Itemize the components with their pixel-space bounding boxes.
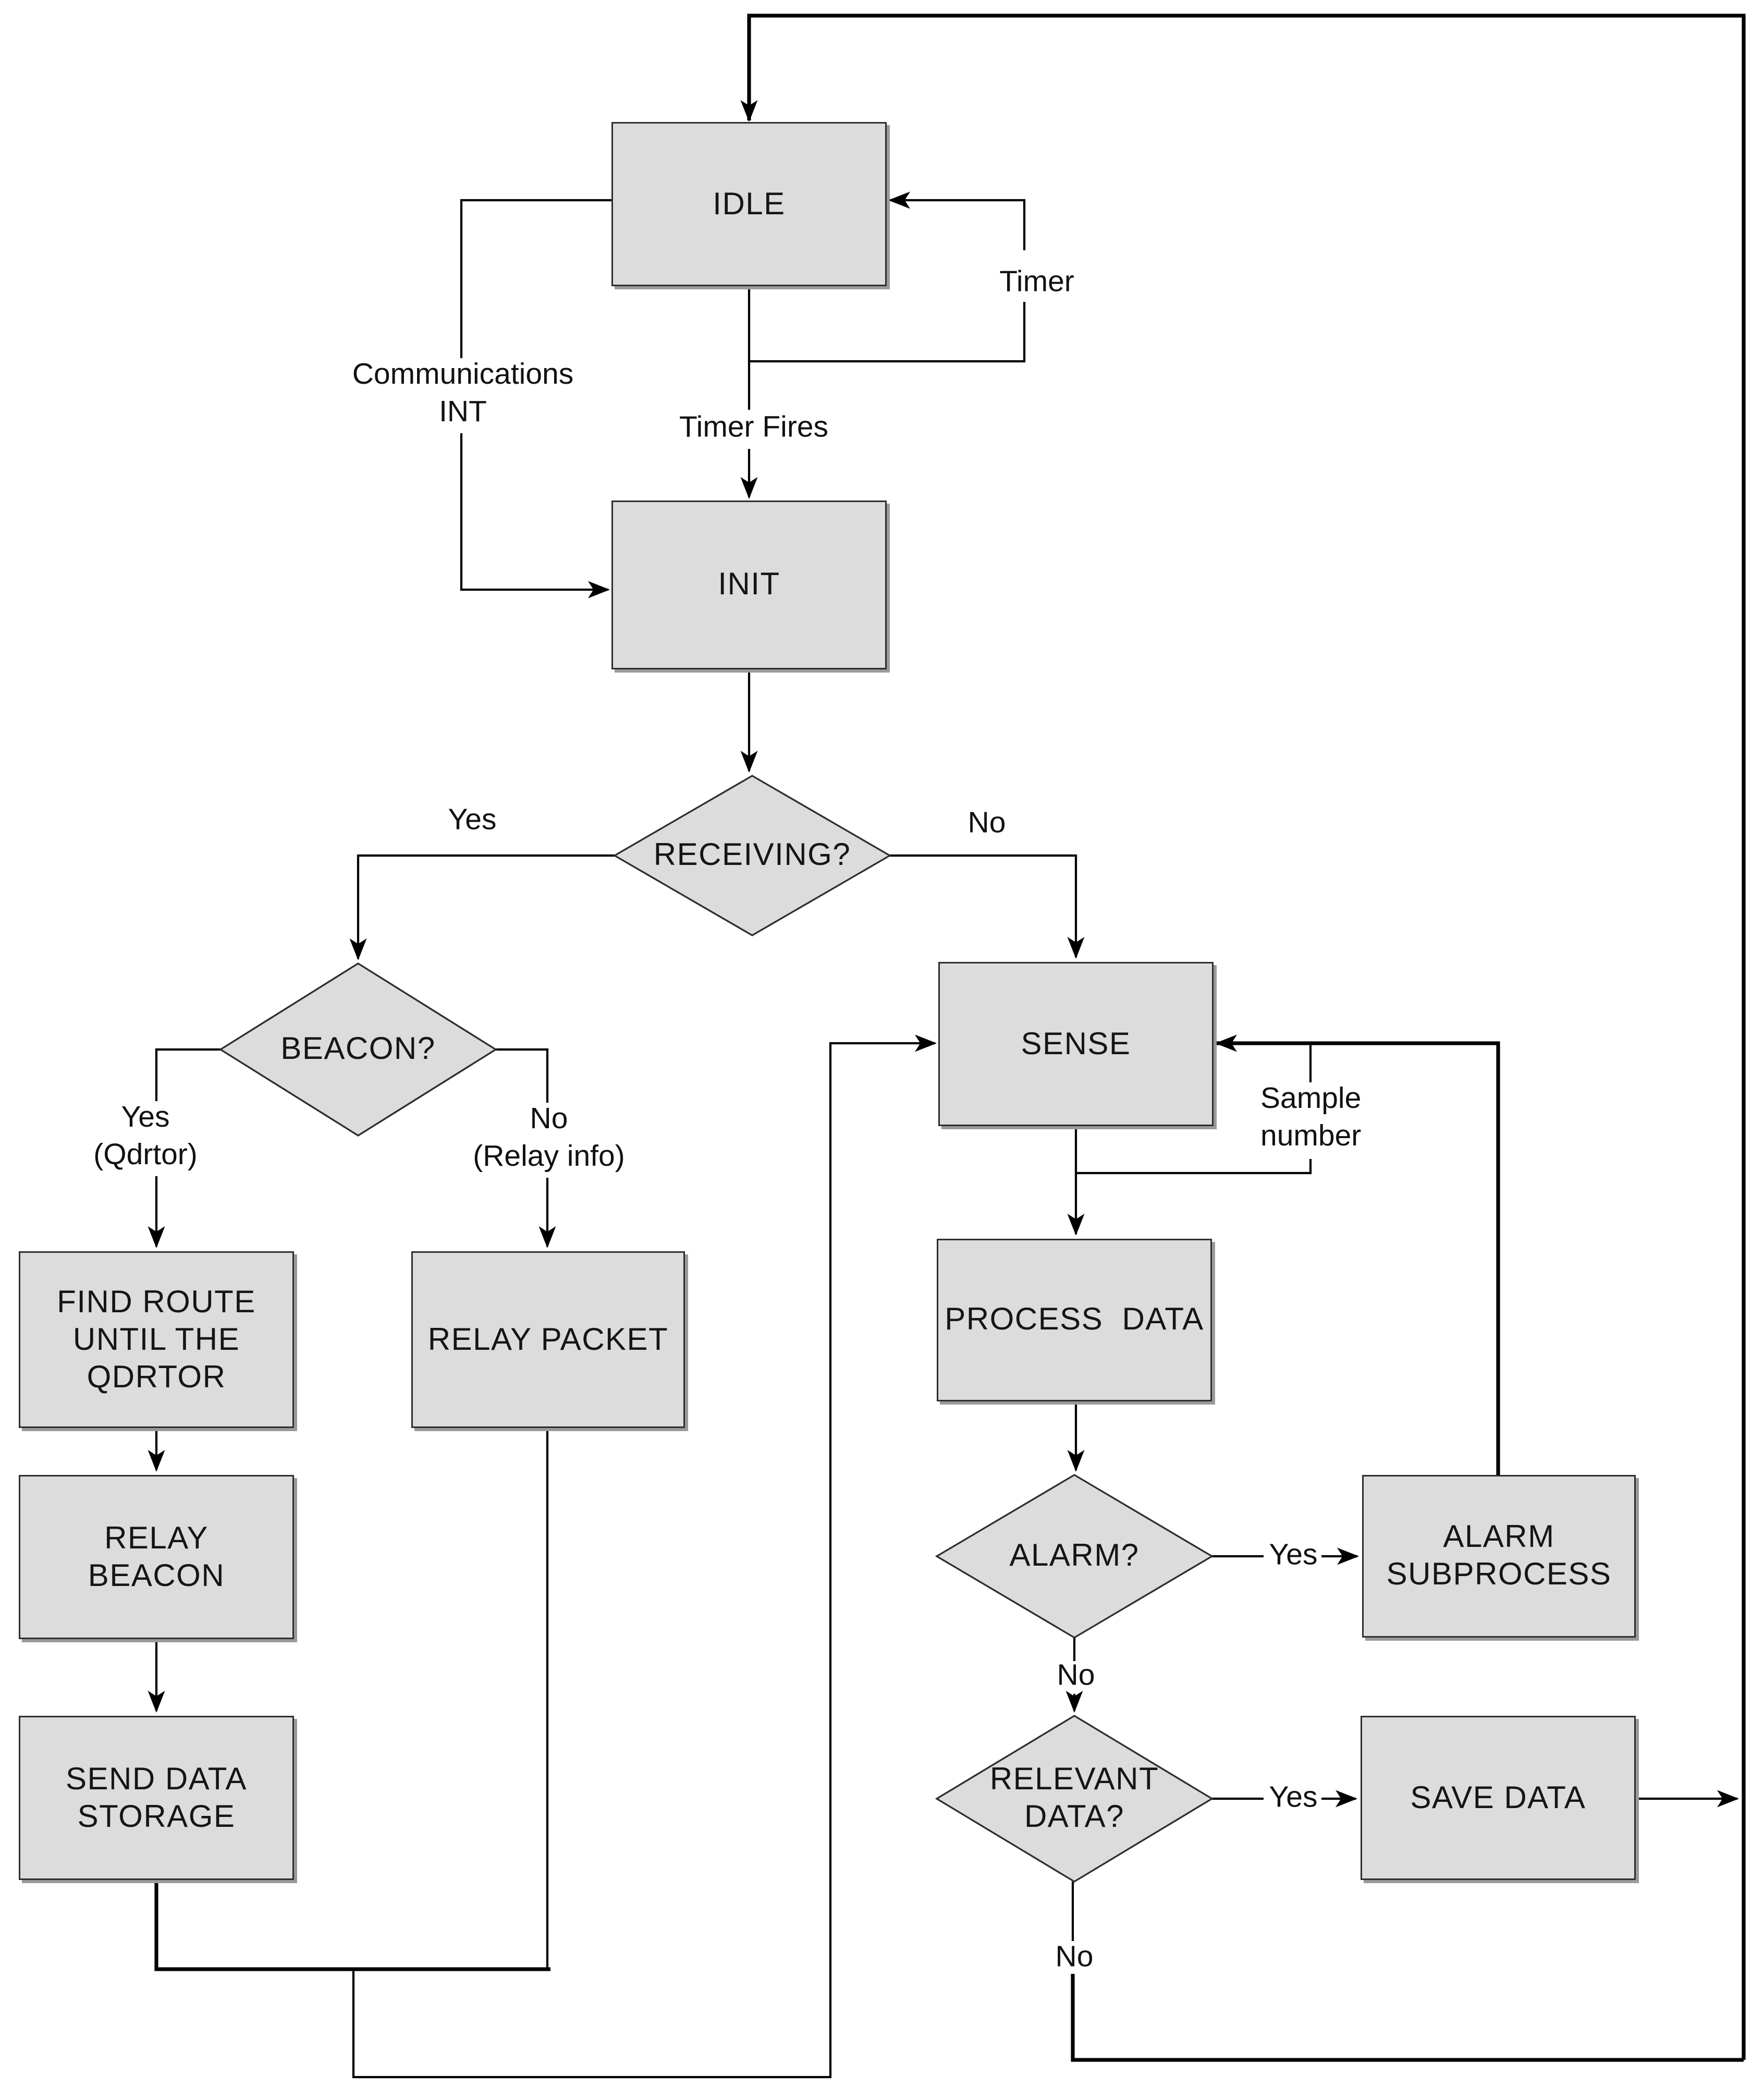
edge-relevant-no-lower xyxy=(1071,1974,1744,2062)
edge-label-receiving-no: No xyxy=(967,807,1006,840)
node-process-data: PROCESS DATA xyxy=(937,1239,1212,1401)
edge-send-down-bus xyxy=(154,1880,550,1971)
node-alarm-subprocess: ALARM SUBPROCESS xyxy=(1362,1475,1636,1638)
edge-comm-int-lower xyxy=(460,433,610,599)
edge-receiving-no xyxy=(888,854,1085,959)
node-relay-beacon: RELAY BEACON xyxy=(19,1475,294,1639)
edge-comm-int-upper xyxy=(460,199,611,358)
edge-label-timer: Timer xyxy=(999,266,1074,299)
node-save-data: SAVE DATA xyxy=(1361,1716,1636,1880)
edge-idle-to-timer-junction xyxy=(748,286,1026,363)
diamond-receiving xyxy=(612,775,892,936)
edge-receiving-yes xyxy=(349,854,615,960)
edge-beacon-yes-upper xyxy=(155,1048,220,1101)
label-alarm: ALARM? xyxy=(1009,1539,1140,1573)
edge-label-communications-int: Communications INT xyxy=(352,358,574,429)
node-idle: IDLE xyxy=(611,122,887,286)
node-send-data-storage: SEND DATA STORAGE xyxy=(19,1716,294,1880)
diamond-relevant-data xyxy=(935,1715,1214,1883)
diamond-alarm xyxy=(935,1474,1214,1639)
edge-label-beacon-yes: Yes (Qdrtor) xyxy=(93,1101,198,1171)
node-sense: SENSE xyxy=(938,962,1214,1126)
edge-label-relevant-no: No xyxy=(1055,1941,1094,1974)
edge-label-alarm-yes: Yes xyxy=(1269,1539,1318,1572)
label-receiving: RECEIVING? xyxy=(653,838,851,873)
edge-alarmsub-return-to-sense xyxy=(1215,1034,1500,1475)
edge-outer-loop-to-idle xyxy=(740,14,1746,2060)
label-beacon: BEACON? xyxy=(280,1032,436,1067)
node-relay-packet: RELAY PACKET xyxy=(411,1251,685,1428)
edge-beacon-no-upper xyxy=(496,1048,549,1103)
edge-sample-branch-h xyxy=(1076,1159,1312,1175)
edge-label-relevant-yes: Yes xyxy=(1269,1781,1318,1815)
edge-label-receiving-yes: Yes xyxy=(448,804,497,837)
edge-label-alarm-no: No xyxy=(1057,1659,1095,1693)
diamond-beacon xyxy=(218,962,498,1137)
edge-timer-return xyxy=(888,191,1026,250)
node-init: INIT xyxy=(611,501,887,669)
label-relevant-data: RELEVANT DATA? xyxy=(989,1763,1159,1835)
edge-label-timer-fires: Timer Fires xyxy=(679,411,829,445)
edge-label-beacon-no: No (Relay info) xyxy=(473,1103,625,1173)
edge-bottom-return-to-sense xyxy=(352,1034,937,2079)
edge-label-sample-number: Sample number xyxy=(1260,1082,1362,1153)
node-find-route: FIND ROUTE UNTIL THE QDRTOR xyxy=(19,1251,294,1428)
